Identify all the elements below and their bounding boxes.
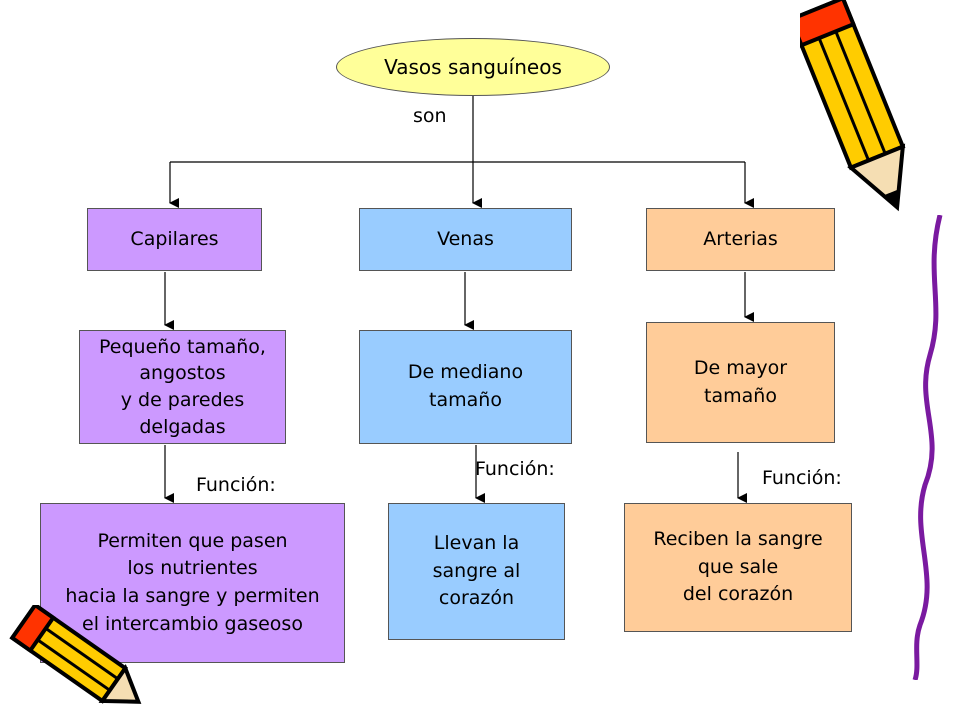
arterias-node: Arterias [646, 208, 835, 271]
pencil-icon [800, 0, 906, 212]
venas-function: Llevan la sangre al corazón [388, 503, 565, 640]
root-node: Vasos sanguíneos [336, 38, 610, 96]
arterias-function: Reciben la sangre que sale del corazón [624, 503, 852, 632]
capilares-node: Capilares [87, 208, 262, 271]
arterias-function-label: Función: [762, 467, 842, 489]
decorative-curve [912, 215, 943, 680]
venas-description: De mediano tamaño [359, 330, 572, 444]
venas-function-label: Función: [475, 458, 555, 480]
capilares-description: Pequeño tamaño, angostos y de paredes de… [79, 330, 286, 444]
pencil-icon [9, 605, 142, 704]
connector-label: son [413, 105, 447, 127]
arterias-description: De mayor tamaño [646, 322, 835, 443]
capilares-function: Permiten que pasen los nutrientes hacia … [40, 503, 345, 663]
capilares-function-label: Función: [196, 474, 276, 496]
venas-node: Venas [359, 208, 572, 271]
